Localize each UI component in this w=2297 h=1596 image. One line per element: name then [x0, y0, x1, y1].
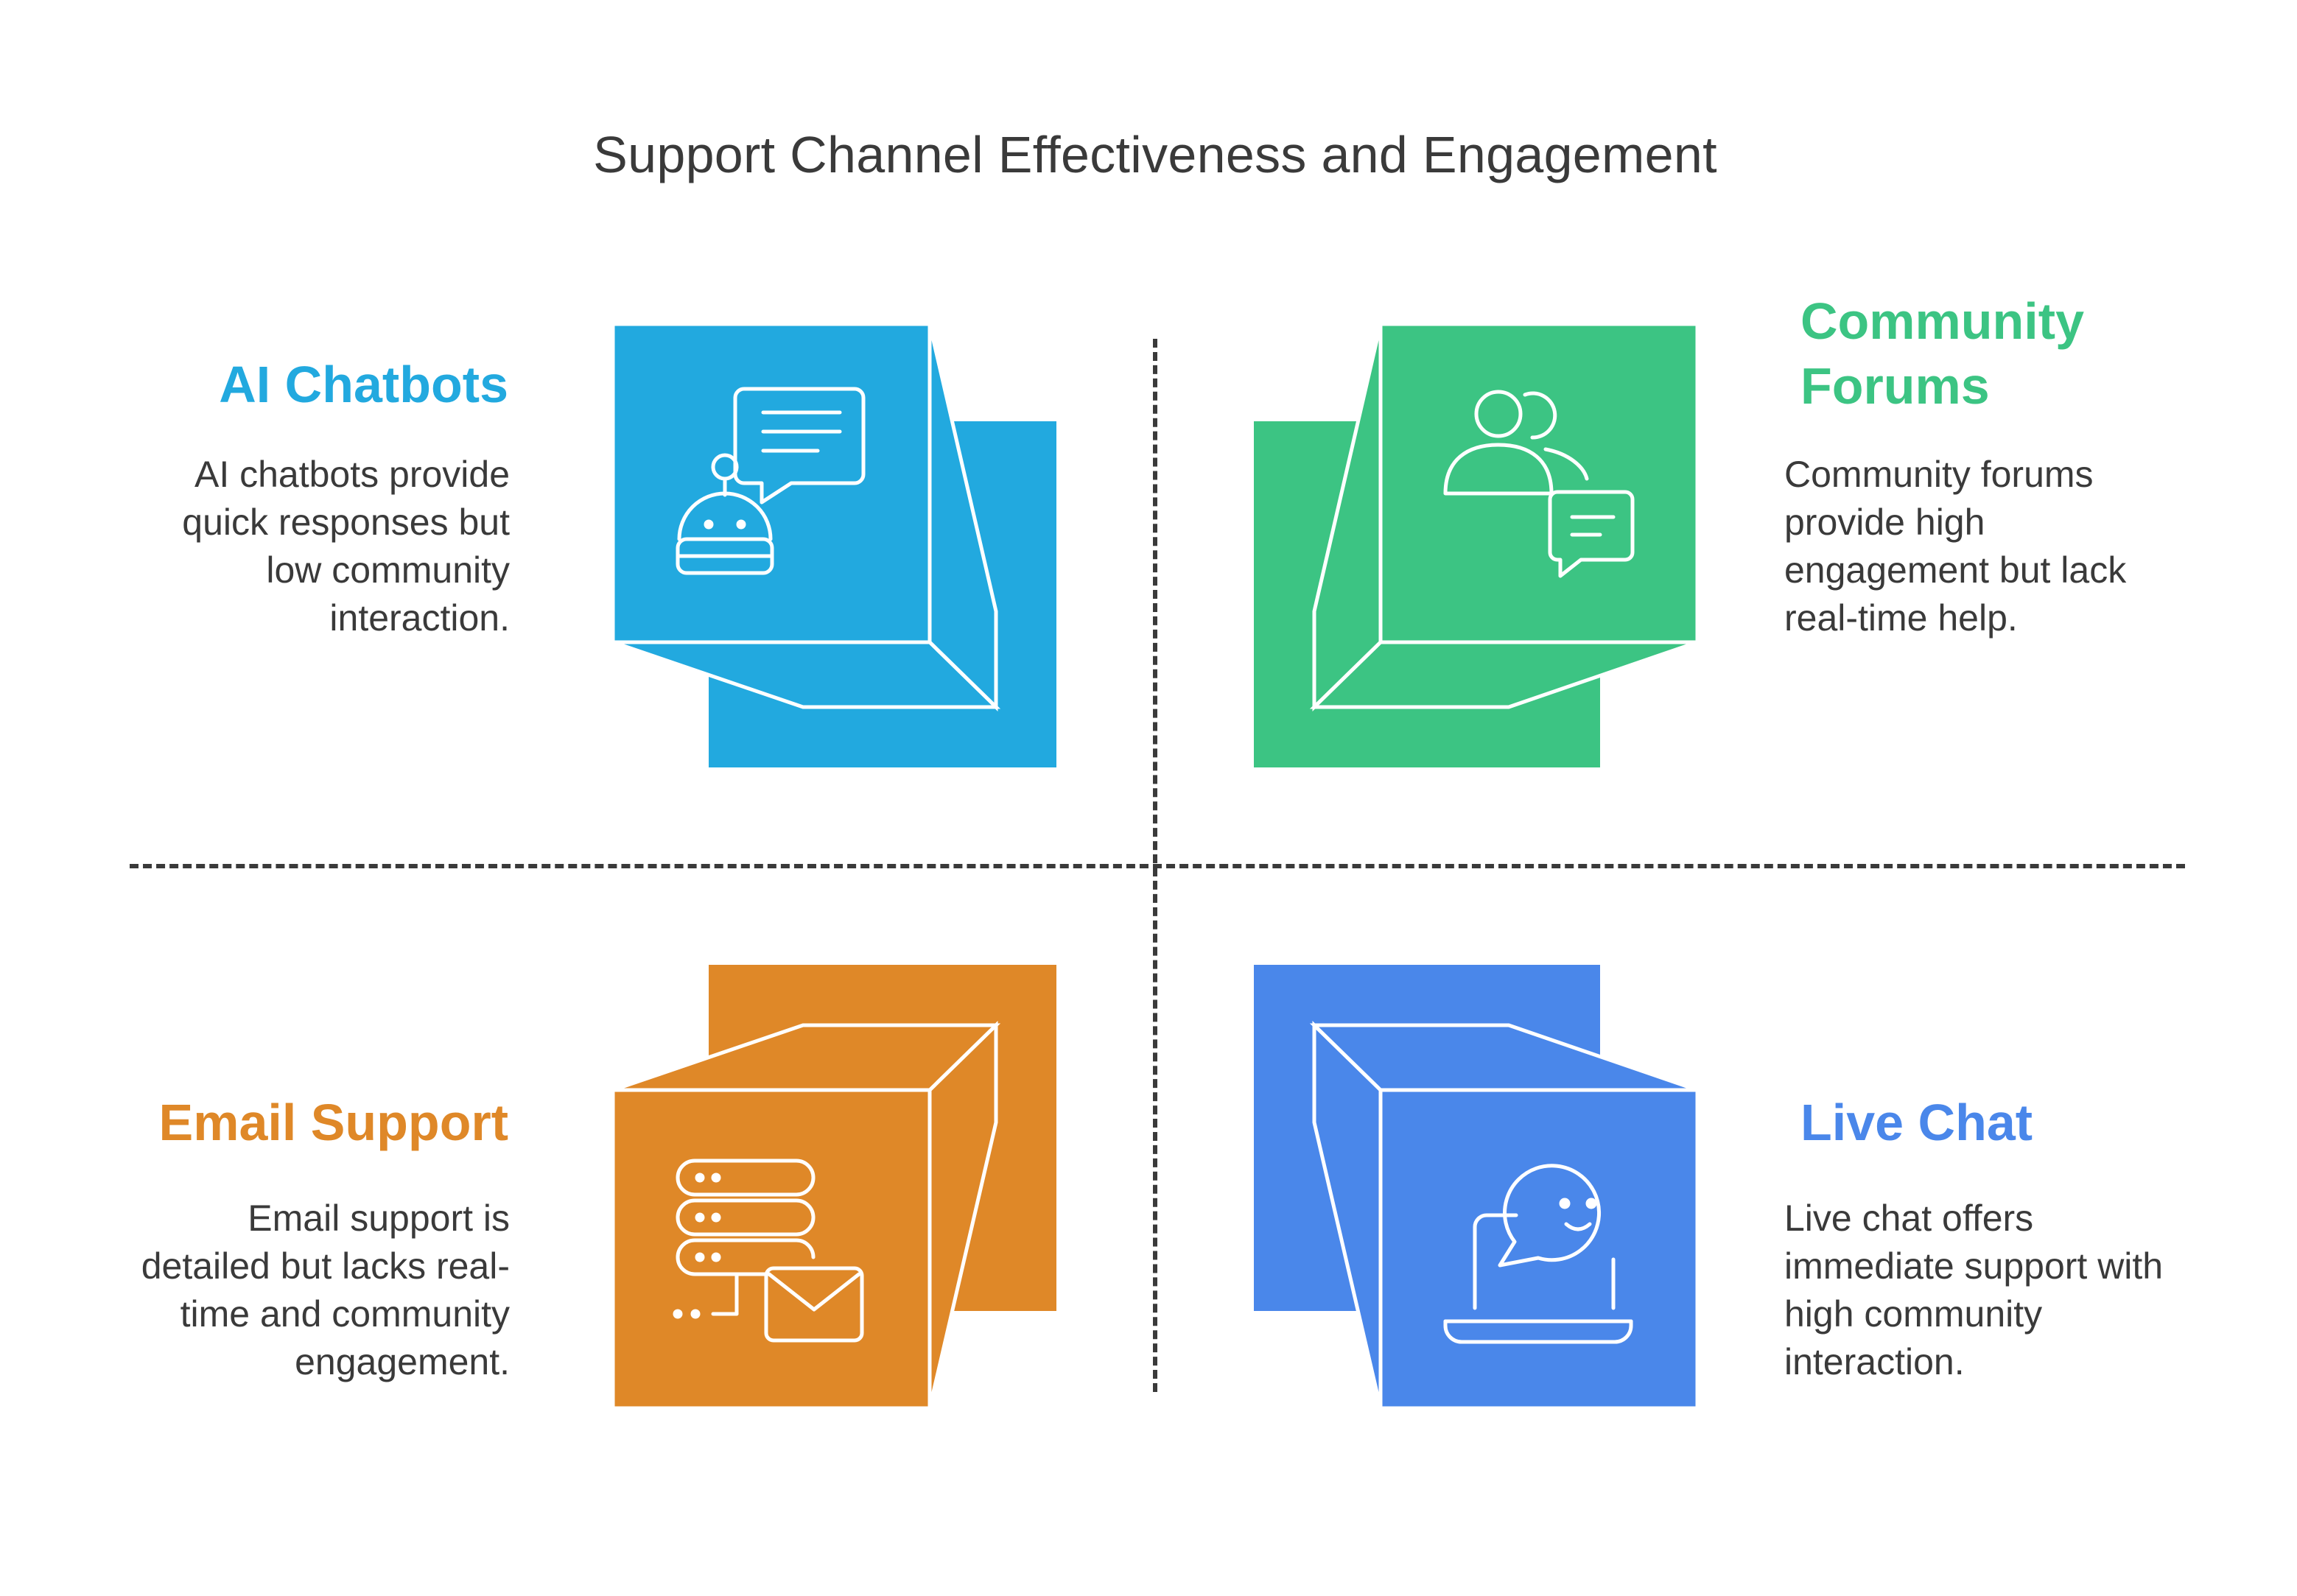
community-forums-description: Community forums provide high engagement…	[1784, 454, 2127, 639]
ai-chatbots-box	[611, 322, 1056, 767]
diagram-title: Support Channel Effectiveness and Engage…	[593, 126, 1717, 183]
email-support-heading: Email Support	[158, 1094, 508, 1151]
live-chat-box	[1254, 965, 1700, 1410]
live-chat-front-face	[1378, 1088, 1700, 1410]
laptop-smiley-icon	[1443, 1164, 1633, 1344]
vertical-divider	[1153, 339, 1157, 1392]
users-chat-icon	[1443, 390, 1635, 578]
email-support-top-face	[612, 1023, 1001, 1092]
email-support-front-face	[611, 1088, 932, 1410]
live-chat-heading: Live Chat	[1800, 1094, 2033, 1151]
live-chat-description: Live chat offers immediate support with …	[1784, 1198, 2164, 1382]
community-forums-front-face	[1378, 322, 1700, 644]
horizontal-divider	[130, 864, 2185, 868]
email-support-box	[611, 965, 1056, 1410]
ai-chatbots-bottom-face	[612, 640, 1001, 709]
email-support-description: Email support is detailed but lacks real…	[141, 1198, 510, 1382]
live-chat-top-face	[1309, 1023, 1698, 1092]
community-forums-heading: Community Forums	[1800, 292, 2084, 415]
robot-chat-icon	[676, 387, 866, 575]
ai-chatbots-description: AI chatbots provide quick responses but …	[182, 454, 510, 639]
ai-chatbots-heading: AI Chatbots	[219, 356, 508, 413]
ai-chatbots-front-face	[611, 322, 932, 644]
community-forums-box	[1254, 322, 1700, 767]
community-forums-bottom-face	[1309, 640, 1698, 709]
server-mail-icon	[673, 1159, 864, 1343]
